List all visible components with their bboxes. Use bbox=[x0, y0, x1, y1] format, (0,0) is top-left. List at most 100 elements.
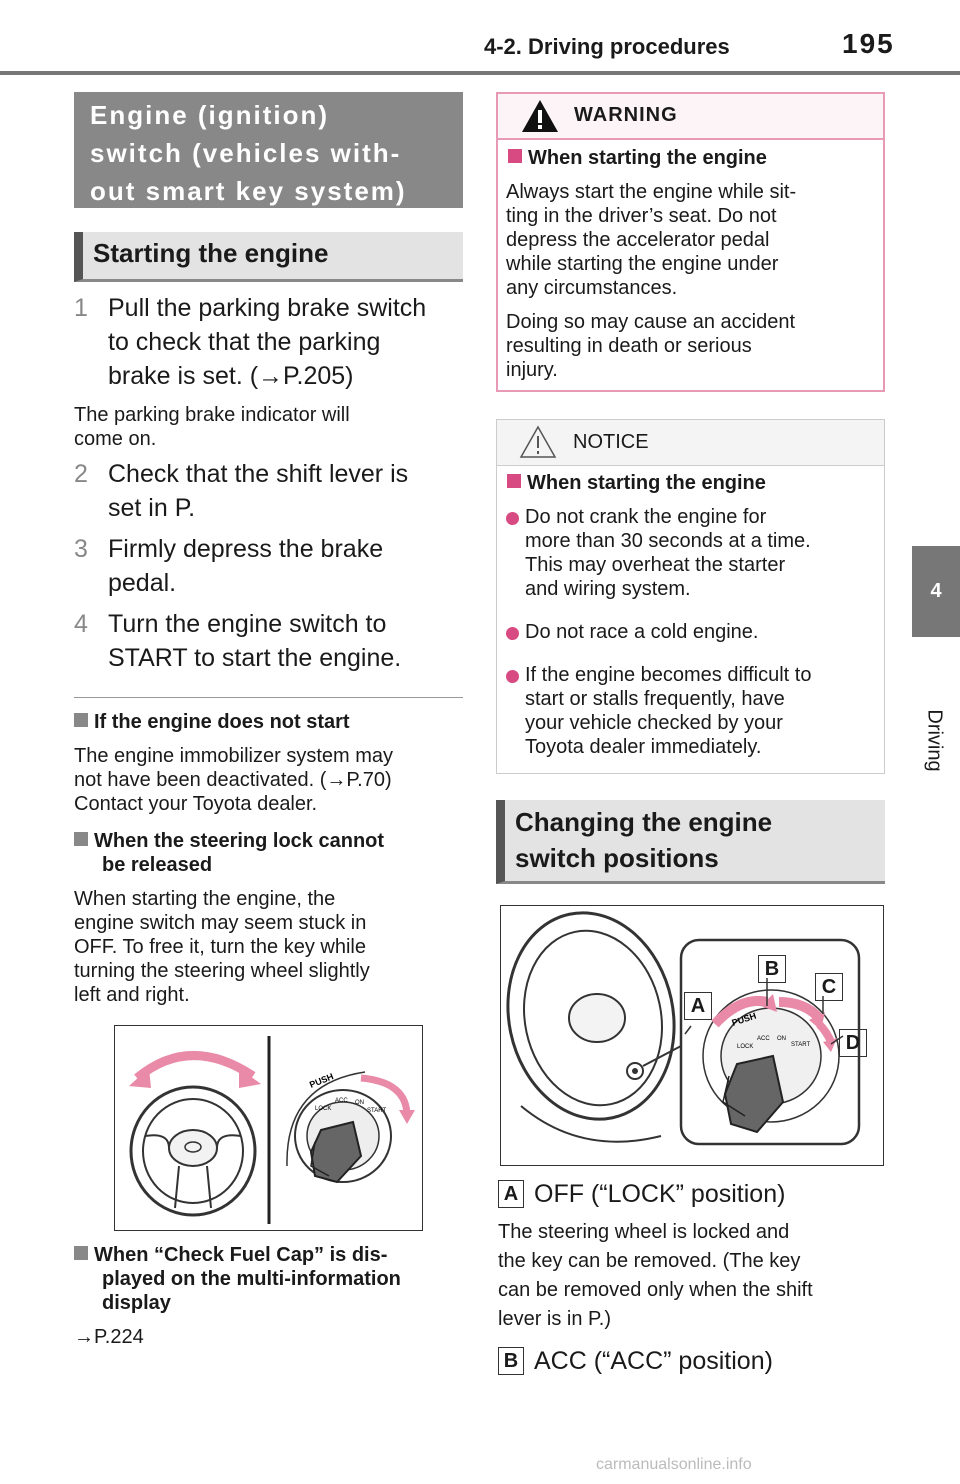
note-title: When the steering lock cannot be release… bbox=[74, 829, 384, 877]
start-label: START bbox=[791, 1042, 810, 1048]
step-number: 1 bbox=[74, 294, 88, 322]
notice-title: NOTICE bbox=[573, 431, 649, 453]
section-title-line: Engine (ignition) bbox=[90, 100, 330, 130]
square-bullet-icon bbox=[74, 832, 88, 846]
note-line: turning the steering wheel slightly bbox=[74, 960, 370, 982]
start-label: START bbox=[367, 1108, 386, 1114]
note-title-text: be released bbox=[102, 854, 213, 876]
note-title-text: When the steering lock cannot bbox=[94, 830, 385, 852]
note-line: The parking brake indicator will bbox=[74, 404, 350, 426]
square-bullet-icon bbox=[507, 474, 521, 488]
note-title: When “Check Fuel Cap” is dis- played on … bbox=[74, 1243, 401, 1315]
divider bbox=[74, 697, 463, 698]
warning-para: Always start the engine while sit- ting … bbox=[506, 180, 796, 300]
step-number: 4 bbox=[74, 610, 88, 638]
notice-line: your vehicle checked by your bbox=[525, 712, 783, 734]
notice-subtitle: When starting the engine bbox=[507, 471, 766, 495]
notice-line: Do not crank the engine for bbox=[525, 506, 767, 528]
note-line: OFF. To free it, turn the key while bbox=[74, 936, 366, 958]
warning-line: depress the accelerator pedal bbox=[506, 229, 770, 251]
note-line: Contact your Toyota dealer. bbox=[74, 793, 318, 815]
note-body-link[interactable]: →P.224 bbox=[74, 1326, 144, 1348]
callout-d: D bbox=[839, 1029, 867, 1057]
warning-triangle-icon bbox=[522, 100, 558, 132]
body-line: can be removed only when the shift bbox=[498, 1279, 813, 1301]
step-line: Pull the parking brake switch bbox=[108, 294, 427, 322]
step-line: Check that the shift lever is bbox=[108, 460, 409, 488]
body-line: The steering wheel is locked and bbox=[498, 1221, 790, 1243]
steering-key-illustration: PUSH LOCK ACC ON START bbox=[129, 1036, 415, 1224]
lock-label: LOCK bbox=[737, 1044, 753, 1050]
position-b-title: ACC (“ACC” position) bbox=[534, 1347, 773, 1375]
chapter-tab-number: 4 bbox=[912, 546, 960, 637]
header-rule bbox=[0, 71, 960, 75]
notice-line: and wiring system. bbox=[525, 578, 691, 600]
notice-triangle-icon bbox=[519, 425, 557, 458]
note-title: If the engine does not start bbox=[74, 710, 350, 734]
note-line: engine switch may seem stuck in bbox=[74, 912, 367, 934]
subheading-line: Changing the engine bbox=[515, 807, 773, 837]
notice-line: Toyota dealer immediately. bbox=[525, 736, 762, 758]
square-bullet-icon bbox=[508, 149, 522, 163]
notice-line: This may overheat the starter bbox=[525, 554, 786, 576]
warning-line: resulting in death or serious bbox=[506, 335, 752, 357]
callout-c: C bbox=[815, 973, 843, 1001]
section-title: Engine (ignition) switch (vehicles with-… bbox=[74, 92, 463, 208]
subheading-line: switch positions bbox=[515, 843, 719, 873]
on-label: ON bbox=[355, 1100, 364, 1106]
warning-line: any circumstances. bbox=[506, 277, 678, 299]
on-label: ON bbox=[777, 1036, 786, 1042]
note-body: The engine immobilizer system may not ha… bbox=[74, 744, 393, 816]
step-line: Firmly depress the brake bbox=[108, 535, 384, 563]
note-body: When starting the engine, the engine swi… bbox=[74, 887, 370, 1007]
warning-subtitle: When starting the engine bbox=[508, 146, 767, 170]
body-line: lever is in P.) bbox=[498, 1308, 612, 1330]
ignition-positions-figure: PUSH LOCK ACC ON START A B C D bbox=[500, 905, 884, 1166]
note-title-text: When “Check Fuel Cap” is dis- bbox=[94, 1244, 388, 1266]
warning-line: injury. bbox=[506, 359, 558, 381]
acc-label: ACC bbox=[335, 1098, 348, 1104]
note-title-text: played on the multi-information bbox=[102, 1268, 401, 1290]
warning-line: Always start the engine while sit- bbox=[506, 181, 797, 203]
position-a-body: The steering wheel is locked and the key… bbox=[498, 1218, 813, 1334]
note-line: When starting the engine, the bbox=[74, 888, 336, 910]
notice-subtitle-text: When starting the engine bbox=[527, 472, 766, 494]
subheading-changing: Changing the engine switch positions bbox=[496, 800, 885, 884]
step-line: Turn the engine switch to bbox=[108, 610, 387, 638]
position-a-title: OFF (“LOCK” position) bbox=[534, 1180, 786, 1208]
notice-line: If the engine becomes difficult to bbox=[525, 664, 812, 686]
notice-header: NOTICE bbox=[497, 420, 884, 466]
warning-line: ting in the driver’s seat. Do not bbox=[506, 205, 777, 227]
step-line: START to start the engine. bbox=[108, 644, 402, 672]
warning-header: WARNING bbox=[498, 94, 883, 140]
notice-bullet: Do not race a cold engine. bbox=[525, 620, 759, 644]
bullet-dot-icon bbox=[506, 670, 519, 683]
note-title-text: display bbox=[102, 1292, 171, 1314]
note-line: left and right. bbox=[74, 984, 190, 1006]
warning-line: while starting the engine under bbox=[506, 253, 779, 275]
warning-line: Doing so may cause an accident bbox=[506, 311, 796, 333]
warning-box: WARNING When starting the engine Always … bbox=[496, 92, 885, 392]
note-line: The engine immobilizer system may bbox=[74, 745, 393, 767]
warning-para: Doing so may cause an accident resulting… bbox=[506, 310, 795, 382]
step-line: brake is set. (→P.205) bbox=[108, 362, 354, 390]
notice-line: Do not race a cold engine. bbox=[525, 621, 759, 643]
callout-a: A bbox=[684, 992, 712, 1020]
body-line: the key can be removed. (The key bbox=[498, 1250, 801, 1272]
notice-box: NOTICE When starting the engine Do not c… bbox=[496, 419, 885, 774]
notice-line: start or stalls frequently, have bbox=[525, 688, 785, 710]
note-line: not have been deactivated. (→P.70) bbox=[74, 769, 392, 791]
steering-key-figure: PUSH LOCK ACC ON START bbox=[114, 1025, 423, 1231]
square-bullet-icon bbox=[74, 713, 88, 727]
callout-b: B bbox=[758, 955, 786, 983]
step-1-note: The parking brake indicator will come on… bbox=[74, 403, 350, 451]
step-number: 3 bbox=[74, 535, 88, 563]
step-line: pedal. bbox=[108, 569, 177, 597]
step-line: set in P. bbox=[108, 494, 196, 522]
subheading-starting-text: Starting the engine bbox=[93, 238, 329, 268]
step-line: to check that the parking bbox=[108, 328, 381, 356]
watermark: carmanualsonline.info bbox=[596, 1456, 752, 1473]
warning-subtitle-text: When starting the engine bbox=[528, 147, 767, 169]
warning-title: WARNING bbox=[574, 104, 678, 126]
section-title-line: switch (vehicles with- bbox=[90, 138, 402, 168]
